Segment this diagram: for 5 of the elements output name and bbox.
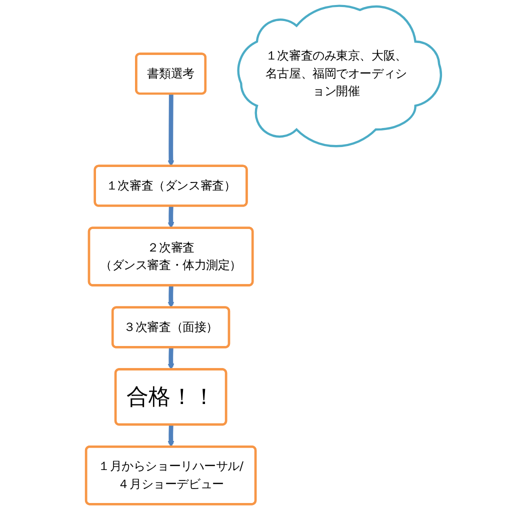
arrow bbox=[168, 285, 174, 308]
arrow bbox=[168, 347, 174, 370]
arrow bbox=[168, 206, 174, 228]
arrow bbox=[168, 94, 174, 167]
arrow bbox=[168, 424, 174, 448]
